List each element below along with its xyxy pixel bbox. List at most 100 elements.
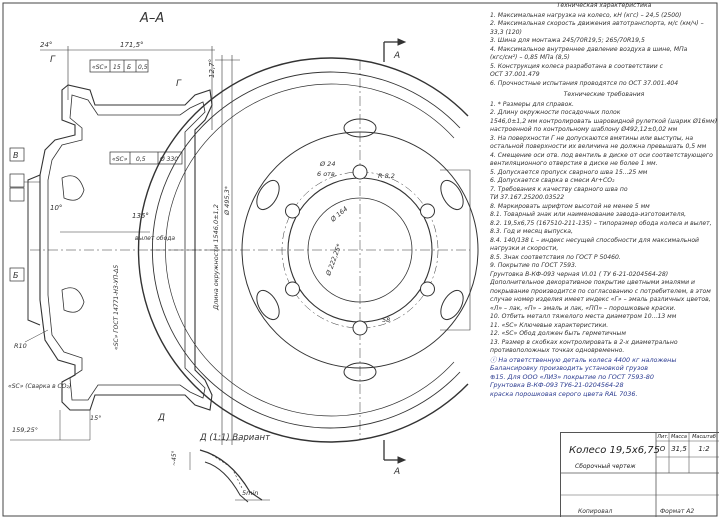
req-line: вентиляционного отверстия в диске не бол… (490, 160, 658, 167)
dim-127: 12,7° (208, 59, 216, 78)
dim-10: 10° (50, 204, 62, 212)
req-line: 8.5. Знак соответствия по ГОСТ Р 50460. (490, 253, 621, 261)
tech-line: (кгс/см²) – 0,85 МПа (8,5) (490, 54, 570, 61)
weld-gost-label: «SC» ГОСТ 14771-НЗ-УП-Δ5 (113, 265, 120, 350)
datum-b: В (13, 151, 19, 160)
datum-g-mid: Г (176, 79, 182, 89)
detail-label: Д (1:1) Вариант (199, 433, 271, 443)
lit-value: О (659, 445, 666, 453)
holes-diam: Ø 24 (319, 160, 335, 168)
diam-label: Ø 495,3* (223, 185, 231, 216)
tech-title: Техническая характеристика (556, 2, 652, 9)
dim-135: 135° (132, 212, 149, 220)
req-line: ТИ 37.167.25200.03522 (490, 194, 565, 201)
dim-1715: 171,5° (120, 41, 144, 49)
stud-hole (420, 203, 435, 219)
tech-line: 1. Максимальная нагрузка на колесо, кН (… (490, 11, 682, 19)
req-line: Дополнительное декоративное покрытие цве… (490, 279, 695, 286)
datum-g-top: Г (50, 55, 56, 65)
handwritten-note: Балансировку производить установкой груз… (490, 364, 649, 372)
req-line: 8.3. Год и месяц выпуска, (490, 228, 573, 235)
tech-line: 4. Максимальное внутреннее давление возд… (490, 45, 688, 53)
req-line: 5. Допускается пропуск сварного шва 15..… (490, 168, 648, 176)
detail-view (189, 449, 270, 503)
section-label: А–А (139, 11, 164, 26)
rim-section-labels: 24° 171,5° 12,7° Г Г В Б «SC» 15 Б 0,5 «… (8, 41, 231, 434)
weld-co2-label: «SC» (Сварка в CO₂) (8, 383, 71, 390)
req-line: «Л» – лак, «П» – эмаль и лак, «ПП» – пор… (490, 304, 676, 312)
part-name: Колесо 19,5х6,75 (569, 445, 661, 456)
req-line: 8.4. 140/138 L – индекс несущей способно… (490, 236, 700, 244)
stud-hole (352, 320, 368, 336)
tech-line: 6. Прочностные испытания проводятся по О… (490, 79, 679, 87)
frame-sc2: «SC» (112, 156, 128, 163)
dim-58: 58 (382, 316, 390, 324)
stud-hole (285, 203, 300, 219)
req-line: 13. Размер в скобках контролировать в 2-… (490, 338, 678, 346)
vylet-label: вылет обода (135, 235, 175, 242)
dim-24: 24° (40, 41, 52, 49)
handwritten-note: краска порошковая серого цвета RAL 7036. (490, 389, 638, 398)
frame-sc: «SC» (92, 64, 108, 71)
detail-d-mark: Д (157, 413, 165, 423)
r10-label: R10 (14, 342, 27, 350)
tech-line: 3. Шина для монтажа 245/70R19,5; 265/70R… (490, 37, 645, 44)
req-line: 6. Допускается сварка в смеси Ar+CO₂ (490, 177, 615, 184)
req-line: 3. На поверхности Г не допускаются вмяти… (490, 134, 694, 142)
req-line: остальной поверхности их величина не дол… (490, 143, 707, 150)
req-line: 4. Смещение оси отв. под вентиль в диске… (490, 151, 713, 159)
frame-flat: 0,5 (138, 64, 148, 71)
frame-tol1: 15 (113, 64, 121, 71)
tech-line: 5. Конструкция колеса разработана в соот… (490, 62, 663, 70)
title-block: Колесо 19,5х6,75 Сборочный чертеж Лит. М… (560, 432, 719, 517)
req-line: 9. Покрытие по ГОСТ 7593. (490, 262, 577, 269)
req-line: 10. Отбить металл тяжелого места диаметр… (490, 313, 677, 320)
arrow-label-bottom: А (393, 467, 400, 477)
req-title: Технические требования (563, 91, 645, 98)
req-line: нагрузки и скорости, (490, 245, 559, 252)
rim-cross-section (9, 46, 240, 445)
req-line: 1. * Размеры для справок. (490, 100, 574, 108)
sheet-format: Формат А2 (660, 508, 695, 515)
title-block-grid (561, 433, 719, 517)
handwritten-note: ⊕15. Для ООО «ЛИЗ» покрытие по ГОСТ 7593… (490, 372, 654, 381)
req-line: настроенной по контрольному шаблону Ø492… (490, 126, 678, 133)
vent-slots (256, 118, 464, 382)
req-line: 8.2. 19,5х6,75 (167510-211-135) – типора… (490, 219, 712, 227)
stud-hole (420, 281, 435, 297)
tech-line: ОСТ 37.001.479 (490, 71, 540, 78)
req-line: 8. Маркировать шрифтом высотой не менее … (490, 202, 650, 210)
handwritten-note: Грунтовка В-КФ-093 ТУ6-21-0204564-28 (490, 381, 624, 389)
tech-line: 2. Максимальная скорость движения автотр… (490, 20, 704, 27)
req-line: 11. «SC» Ключевые характеристики. (490, 321, 609, 329)
req-line: 12. «SC» Обод должен быть герметичным (490, 330, 626, 337)
detail-angle: ~45° (171, 450, 178, 466)
datum-b2: Б (13, 271, 19, 280)
stud-hole (285, 281, 300, 297)
mass-value: 31,5 (671, 445, 687, 453)
frame-tol4: Ø 330 (159, 156, 178, 163)
req-line: случае номер изделия имеет индекс «Г» – … (490, 296, 711, 303)
technical-notes: Техническая характеристика 1. Максимальн… (490, 2, 718, 398)
req-line: Грунтовка В-КФ-093 черная VI.01 ( ТУ 6-2… (490, 270, 669, 278)
holes-count: 6 отв. (317, 170, 337, 178)
drawing-type: Сборочный чертеж (575, 463, 636, 470)
frame-tol3: 0,5 (136, 156, 146, 163)
circumference-label: Длина окружности 1546,0±1,2 (212, 204, 220, 311)
dim-15925: 159,25° (12, 426, 38, 434)
req-line: противоположных точках одновременно. (490, 347, 625, 354)
lit-header: Лит. (657, 434, 669, 440)
req-line: 8.1. Товарный знак или наименование заво… (490, 211, 687, 218)
handwritten-note: ⓘ На ответственную деталь колеса 4400 кг… (490, 355, 677, 364)
frame-tol2: Б (127, 64, 131, 71)
pcd-label: Ø 164 (328, 205, 349, 224)
scale-value: 1:2 (698, 445, 710, 453)
req-line: 2. Длину окружности посадочных полок (490, 109, 621, 116)
stud-hole (352, 164, 368, 180)
arrow-label-top: А (393, 51, 400, 61)
mass-header: Масса (671, 434, 687, 440)
req-line: 7. Требования к качеству сварного шва по (490, 185, 628, 193)
r82-label: R 8,2 (378, 172, 395, 180)
